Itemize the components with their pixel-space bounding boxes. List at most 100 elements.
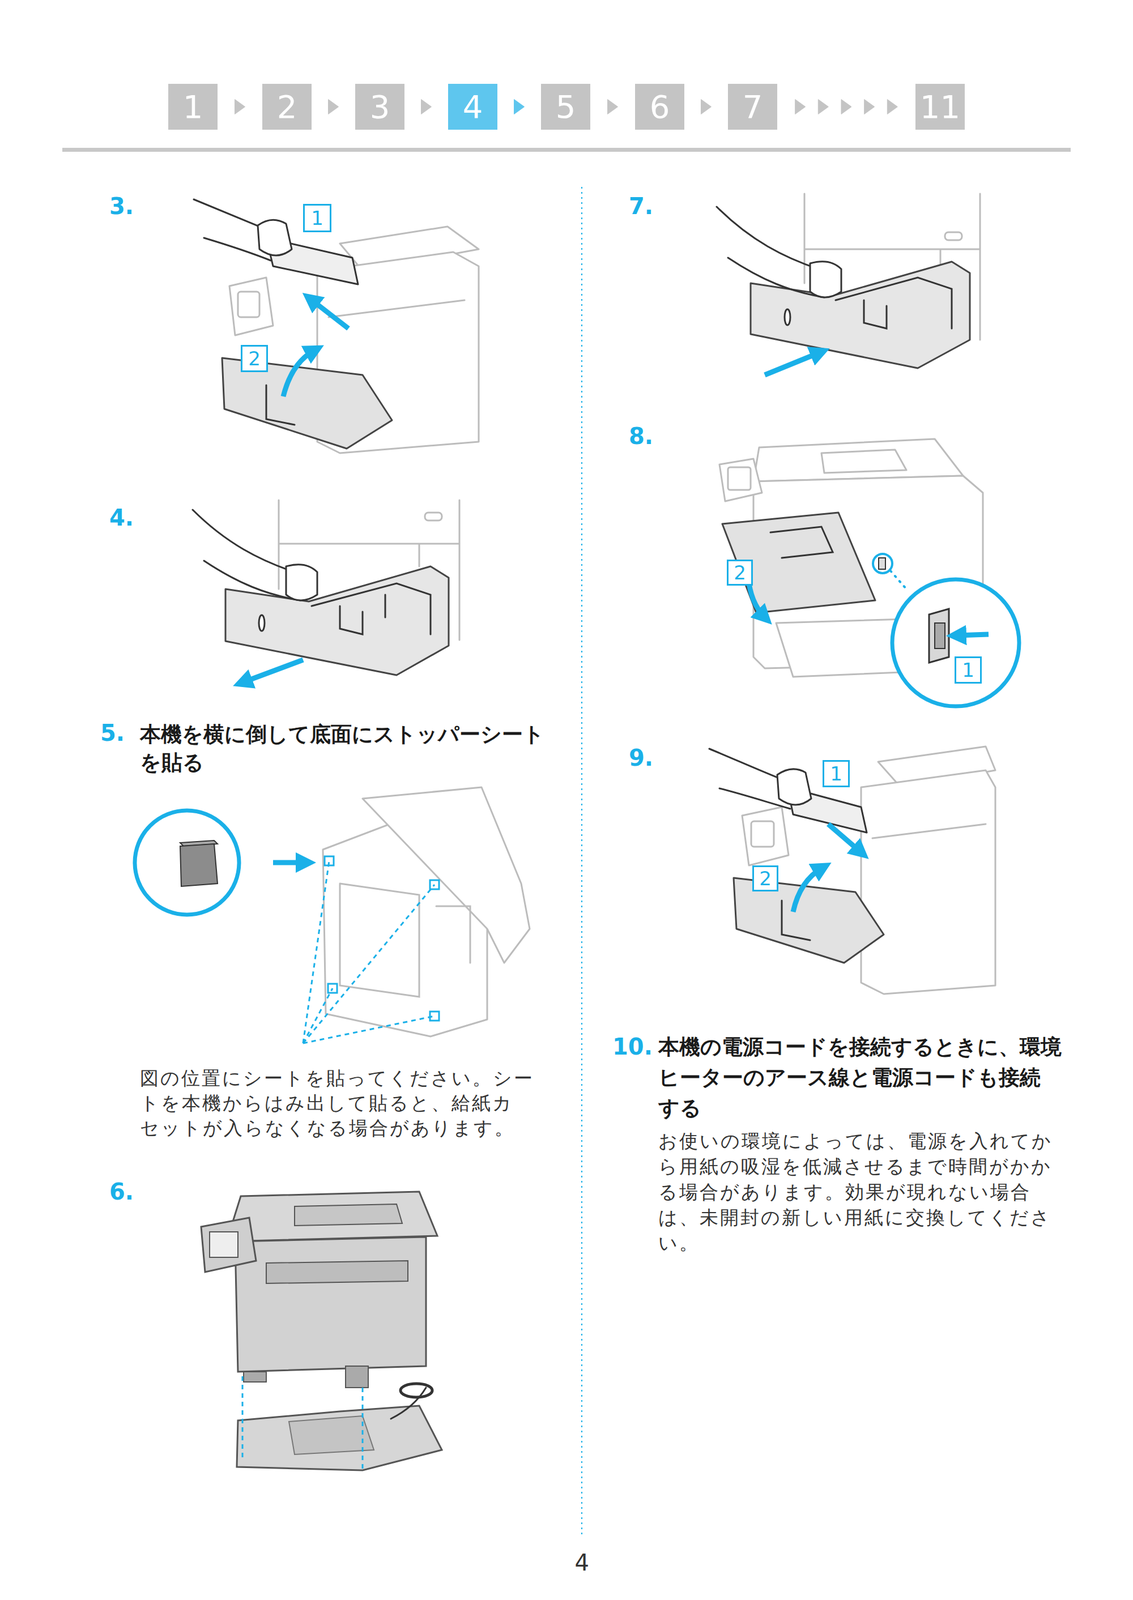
step-box: 5 [541, 83, 591, 130]
step-arrow [421, 99, 432, 115]
step-number: 8. [628, 422, 654, 450]
step-arrow [235, 99, 246, 115]
step-arrow [328, 99, 339, 115]
step-box: 11 [915, 83, 965, 130]
stopper-sheet-illustration [134, 810, 240, 915]
cassette-removal-illustration [192, 500, 460, 683]
stopper-sheet-illustration [303, 1016, 435, 1044]
front-door-open-illustration [934, 623, 945, 649]
cassette-removal-illustration [311, 583, 431, 635]
front-door-open-illustration [929, 608, 949, 663]
stopper-sheet-illustration [303, 884, 435, 1044]
step-box: 7 [727, 83, 778, 130]
front-door-open-illustration [890, 571, 907, 590]
heater-base-illustration [241, 1376, 244, 1459]
step-number: 7 [742, 91, 764, 123]
heater-base-illustration [236, 1406, 442, 1471]
callout-box: 2 [726, 559, 753, 586]
step-box: 6 [635, 83, 685, 130]
heater-base-illustration [345, 1366, 369, 1388]
toner-removal-illustration [237, 291, 260, 318]
arrow-head [701, 99, 712, 115]
step-number: 2 [277, 91, 298, 123]
step-number: 1 [182, 91, 204, 123]
callout-number: 2 [733, 563, 747, 583]
front-door-open-illustration [770, 526, 833, 559]
step-number: 3 [369, 91, 391, 123]
step-number: 6. [109, 1178, 134, 1206]
callout-box: 2 [752, 865, 779, 892]
cassette-insertion-illustration [716, 193, 981, 376]
cassette-insertion-illustration [863, 300, 887, 329]
arrow-head [887, 99, 898, 115]
step-box: 4 [448, 83, 498, 130]
step-arrow [701, 99, 712, 115]
heater-base-illustration [266, 1261, 408, 1284]
stopper-sheet-illustration [362, 787, 530, 964]
toner-insertion-illustration [777, 769, 812, 805]
front-door-open-illustration [892, 579, 1020, 707]
stopper-sheet-illustration [303, 988, 333, 1044]
stopper-sheet-illustration [339, 883, 420, 998]
toner-removal-illustration [266, 385, 295, 425]
cassette-removal-illustration [225, 566, 449, 676]
toner-insertion-illustration [861, 770, 996, 995]
step-number: 11 [919, 91, 961, 123]
arrow-head [235, 99, 246, 115]
cassette-removal-illustration [258, 615, 265, 632]
heater-base-illustration [209, 1232, 238, 1258]
callout-box: 1 [954, 656, 982, 684]
front-door-open-illustration [753, 439, 964, 482]
toner-removal-illustration [283, 350, 315, 397]
step-number: 6 [649, 91, 671, 123]
cassette-insertion-illustration [810, 261, 842, 298]
cassette-insertion-illustration [944, 232, 962, 241]
stopper-sheet-illustration [134, 787, 530, 1044]
toner-removal-illustration [310, 299, 349, 329]
callout-number: 1 [829, 764, 843, 784]
cassette-removal-illustration [424, 512, 442, 521]
step-heading: 本機の電源コードを接続するときに、環境ヒーターのアース線と電源コードも接続する [658, 1032, 1062, 1124]
callout-number: 2 [759, 869, 772, 889]
cassette-insertion-illustration [835, 277, 952, 329]
step-number: 7. [628, 192, 654, 220]
heater-base-illustration [288, 1416, 374, 1455]
step-arrow [795, 99, 898, 115]
toner-insertion-illustration [742, 807, 789, 866]
cassette-removal-illustration [286, 564, 318, 601]
arrow-head [795, 99, 806, 115]
arrow-head [514, 99, 525, 115]
arrow-head [421, 99, 432, 115]
header-rule [62, 147, 1071, 152]
front-door-open-illustration [878, 558, 886, 570]
front-door-open-illustration [719, 439, 1020, 707]
step-number: 4 [462, 91, 484, 123]
step-note: お使いの環境によっては、電源を入れてから用紙の吸湿を低減させるまで時間がかかる場… [658, 1128, 1071, 1256]
column-divider [581, 186, 583, 1536]
step-number: 4. [109, 504, 134, 532]
front-door-open-illustration [872, 554, 893, 574]
stopper-sheet-illustration [436, 906, 471, 964]
front-door-open-illustration [719, 458, 762, 502]
heater-base-illustration [226, 1191, 438, 1242]
callout-number: 1 [961, 660, 975, 680]
callout-number: 2 [248, 348, 261, 369]
toner-insertion-illustration [709, 746, 996, 995]
step-note: 図の位置にシートを貼ってください。シートを本機からはみ出して貼ると、給紙カセット… [139, 1066, 553, 1141]
front-door-open-illustration [821, 449, 907, 474]
step-number: 5. [100, 719, 125, 747]
stopper-sheet-illustration [180, 844, 218, 887]
step-number: 5 [555, 91, 577, 123]
callout-number: 1 [311, 208, 324, 228]
arrow-head [818, 99, 829, 115]
step-box: 3 [355, 83, 405, 130]
heater-base-illustration [201, 1217, 257, 1273]
arrow-head [328, 99, 339, 115]
front-door-open-illustration [956, 634, 989, 636]
cassette-removal-illustration [339, 606, 363, 635]
step-number: 3. [109, 192, 134, 220]
stopper-sheet-illustration [273, 860, 306, 866]
heater-base-illustration [390, 1387, 427, 1420]
toner-removal-illustration [257, 219, 292, 256]
